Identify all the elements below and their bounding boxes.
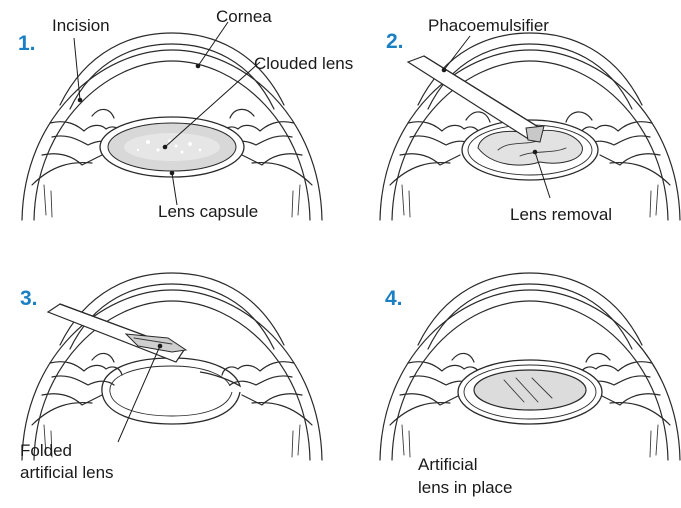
label-phacoemulsifier: Phacoemulsifier [428, 16, 549, 35]
label-lens-capsule: Lens capsule [158, 202, 258, 221]
label-lens-removal: Lens removal [510, 205, 612, 224]
label-artificial-line2: lens in place [418, 478, 513, 497]
label-artificial-line1: Artificial [418, 455, 478, 474]
step-number-2: 2. [386, 30, 404, 53]
step-number-4: 4. [385, 287, 403, 310]
step-number-1: 1. [18, 32, 36, 55]
panel-step-4: 4. Artificial lens in place [380, 273, 680, 497]
label-clouded-lens: Clouded lens [254, 54, 353, 73]
label-cornea: Cornea [216, 7, 272, 26]
label-folded-line1: Folded [20, 441, 72, 460]
label-folded-line2: artificial lens [20, 463, 114, 482]
panel-step-3: 3. Folded artificial lens [20, 273, 322, 482]
panel-step-2: 2. Phacoemulsifier Lens removal [380, 16, 680, 224]
panel-step-1: 1. Incision Cornea Clouded lens Lens cap… [18, 7, 353, 221]
step-number-3: 3. [20, 287, 38, 310]
label-incision: Incision [52, 16, 110, 35]
